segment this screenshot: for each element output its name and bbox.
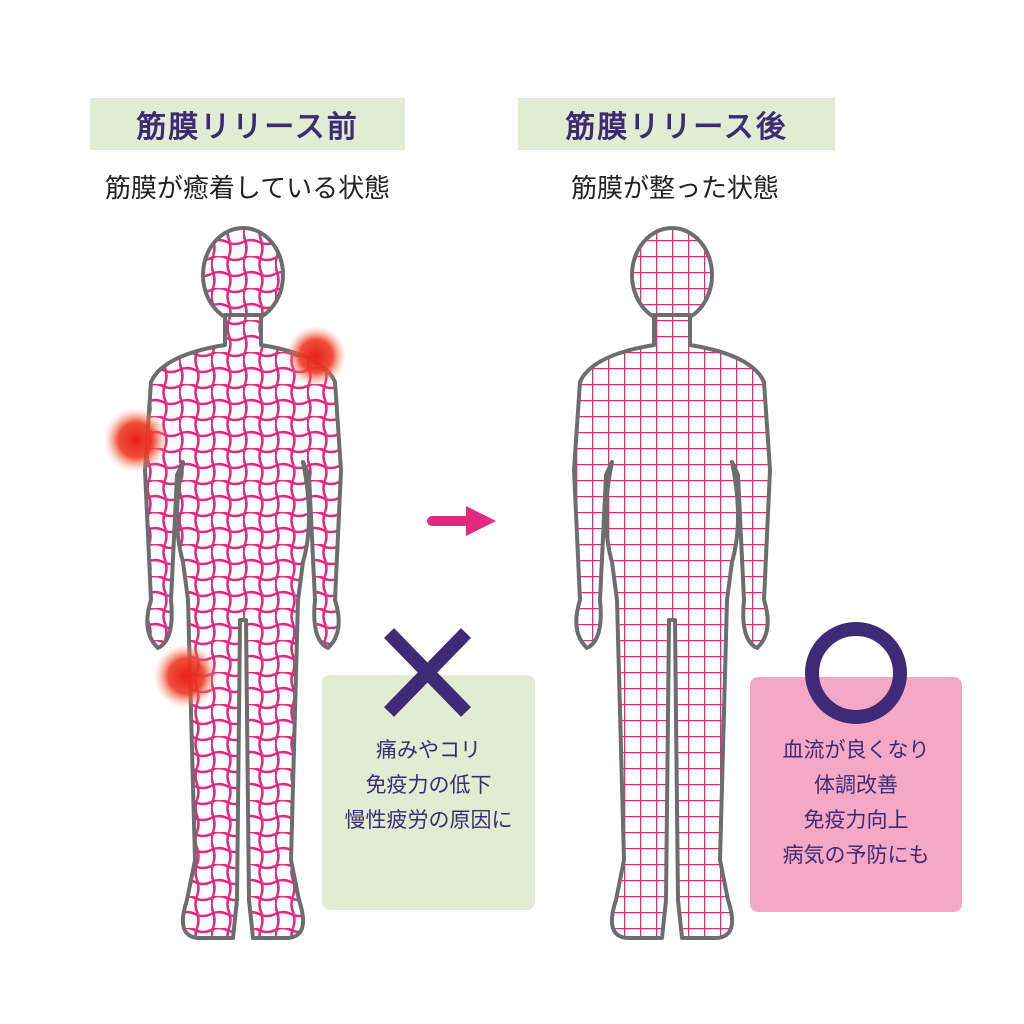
before-effects-box: 痛みやコリ 免疫力の低下 慢性疲労の原因に [322, 675, 535, 910]
after-effect: 免疫力向上 [803, 808, 909, 832]
pain-spot-knee [154, 644, 218, 708]
before-effect: 免疫力の低下 [365, 773, 492, 797]
after-subtitle: 筋膜が整った状態 [570, 174, 779, 204]
after-effect: 血流が良くなり [782, 738, 930, 762]
before-title: 筋膜リリース前 [90, 98, 405, 150]
after-effect: 体調改善 [814, 773, 898, 797]
before-effect: 慢性疲労の原因に [344, 808, 513, 832]
arrow-right-icon [427, 506, 496, 536]
pain-spot-shoulder [286, 326, 346, 386]
pain-spot-arm [104, 408, 168, 472]
pain-spots [104, 326, 346, 708]
after-title: 筋膜リリース後 [518, 98, 835, 150]
before-subtitle: 筋膜が癒着している状態 [104, 174, 391, 204]
after-effect: 病気の予防にも [782, 843, 930, 867]
after-effects-box: 血流が良くなり 体調改善 免疫力向上 病気の予防にも [750, 677, 962, 912]
before-effect: 痛みやコリ [376, 738, 481, 762]
figure-after [572, 226, 772, 940]
